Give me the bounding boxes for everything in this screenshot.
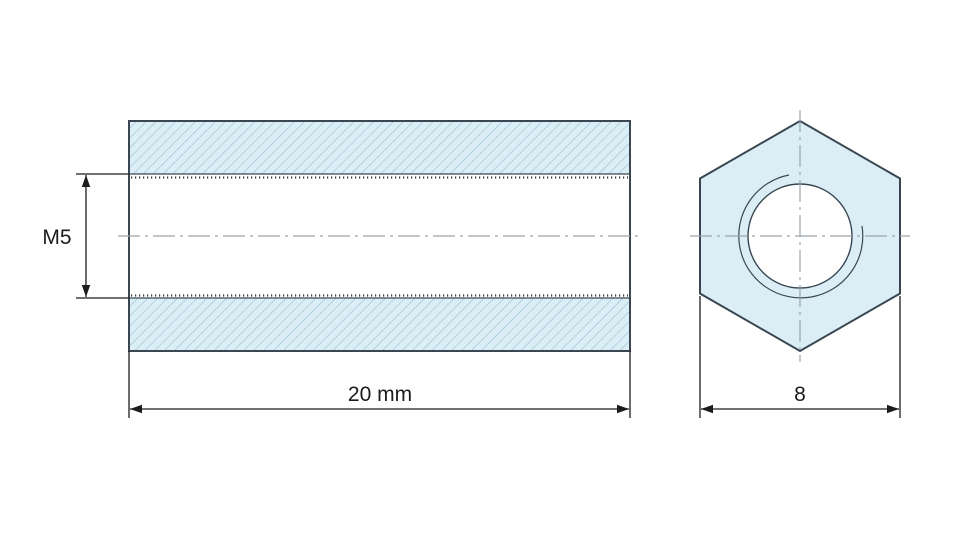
thread-dimension: M5 [42, 173, 129, 299]
end-hex-view [690, 110, 910, 362]
thread-size-label: M5 [42, 226, 71, 249]
length-label: 20 mm [348, 383, 412, 406]
thread-major-arc [738, 174, 864, 299]
length-dimension: 20 mm [128, 351, 631, 418]
side-section-view [118, 120, 642, 352]
across-flats-label: 8 [794, 383, 806, 406]
across-flats-dimension: 8 [699, 296, 901, 418]
lower-wall-section [129, 298, 630, 351]
upper-wall-section [129, 121, 630, 174]
